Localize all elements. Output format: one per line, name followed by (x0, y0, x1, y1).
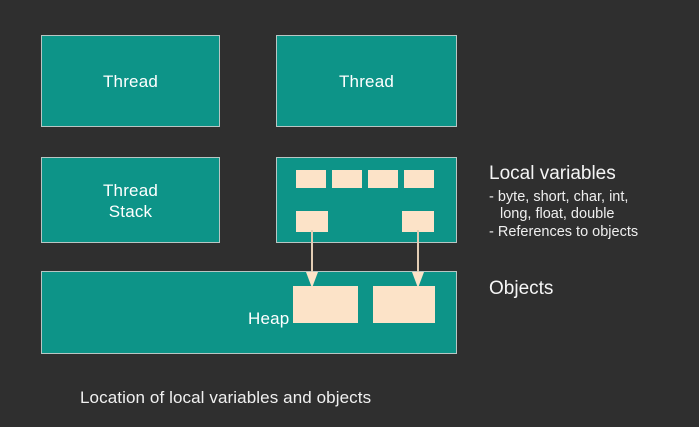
thread-box-2: Thread (276, 35, 457, 127)
local-variable-slot-3 (368, 170, 398, 188)
object-reference-slot-1 (296, 211, 328, 232)
thread-stack-label-line-2: Stack (108, 202, 153, 221)
heap-label: Heap (248, 309, 290, 328)
heap-object-2 (373, 286, 435, 323)
reference-arrow-2 (412, 230, 424, 288)
thread-box-2-label: Thread (338, 72, 395, 91)
local-variable-slot-2 (332, 170, 362, 188)
thread-box-1-label: Thread (102, 72, 159, 91)
thread-stack-box: Thread Stack (41, 157, 220, 243)
object-reference-slot-2 (402, 211, 434, 232)
local-variable-slot-1 (296, 170, 326, 188)
thread-stack-label-line-1: Thread (102, 181, 159, 200)
local-variables-annotation: Local variables - byte, short, char, int… (489, 162, 694, 241)
diagram-caption: Location of local variables and objects (80, 388, 372, 407)
local-variables-references-line: - References to objects (489, 224, 639, 240)
thread-stack-label: Thread Stack (42, 180, 219, 222)
heap-object-1 (293, 286, 358, 323)
reference-arrow-1 (306, 230, 318, 288)
local-variables-title: Local variables (489, 163, 616, 184)
local-variables-primitive-types-line-1: - byte, short, char, int, (489, 189, 629, 205)
objects-annotation: Objects (489, 278, 554, 299)
local-variable-slot-4 (404, 170, 434, 188)
thread-box-1: Thread (41, 35, 220, 127)
local-variables-primitive-types-line-2: long, float, double (500, 206, 615, 222)
